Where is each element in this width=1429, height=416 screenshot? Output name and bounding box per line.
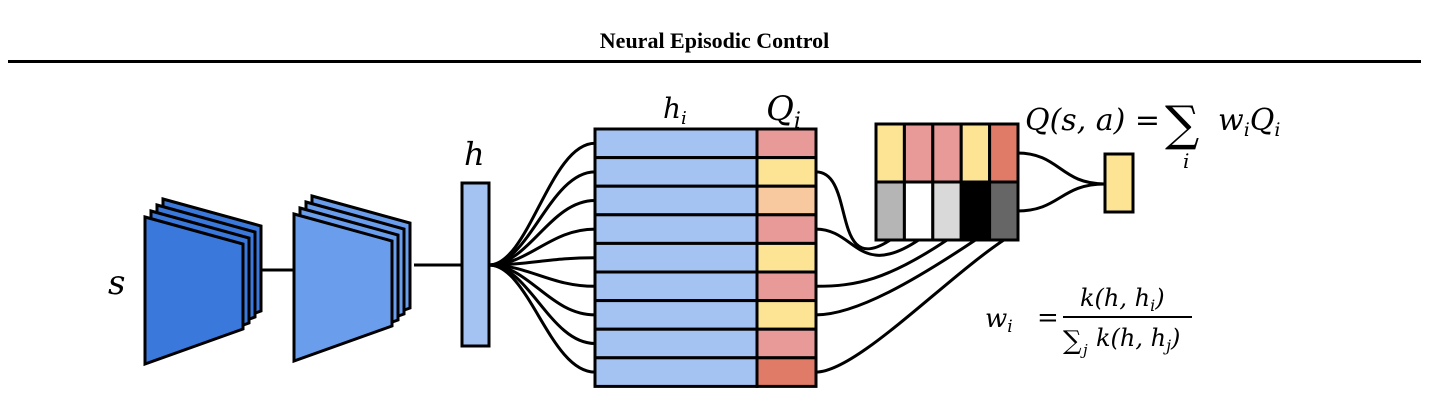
neighbor-q-cell xyxy=(959,122,992,184)
fan-line xyxy=(488,199,596,267)
memory-q-cell xyxy=(755,327,818,360)
q-formula: Q(s, a) = ∑ i wiQi xyxy=(1025,96,1280,173)
memory-key-row xyxy=(593,327,759,360)
memory-key-row xyxy=(593,184,759,217)
neighbor-curve xyxy=(815,238,1005,374)
memory-values-label: Qi xyxy=(766,89,801,134)
memory-q-cell xyxy=(755,299,818,331)
memory-key-row xyxy=(593,127,759,160)
neighbor-curve xyxy=(815,170,892,251)
neighbor-curves xyxy=(815,170,1005,374)
embedding-vector-h xyxy=(460,181,491,348)
memory-q-cell xyxy=(755,356,818,388)
conv-layer-stack-1 xyxy=(143,197,263,367)
neighbor-curve xyxy=(815,238,948,288)
svg-text:i: i xyxy=(1183,149,1189,173)
q-output-box xyxy=(1103,152,1135,214)
neighbor-curve xyxy=(815,238,977,317)
state-label: s xyxy=(108,263,125,303)
neighbor-q-cell xyxy=(931,122,963,184)
svg-text:∑: ∑ xyxy=(1165,96,1199,152)
svg-text:k(h, hj): k(h, hj) xyxy=(1096,324,1180,355)
neighbor-curve xyxy=(815,227,920,257)
svg-text:Q(s, a) =: Q(s, a) = xyxy=(1025,103,1160,138)
lookup-fan-lines xyxy=(488,141,596,374)
neighbor-q-cell xyxy=(874,122,906,184)
output-connectors xyxy=(1016,151,1106,213)
svg-text:wiQi: wiQi xyxy=(1218,103,1280,141)
page-header-title: Neural Episodic Control xyxy=(599,28,830,53)
dnd-memory-table xyxy=(593,127,818,388)
conv2-layer xyxy=(292,212,394,364)
memory-key-row xyxy=(593,299,759,331)
memory-q-cell xyxy=(755,184,818,217)
memory-key-row xyxy=(593,213,759,245)
conv-layer-stack-2 xyxy=(292,194,412,364)
svg-text:wi: wi xyxy=(985,304,1013,337)
memory-q-cell xyxy=(755,270,818,303)
svg-text:=: = xyxy=(1037,303,1059,333)
conv1-layer xyxy=(143,215,245,367)
fan-line xyxy=(488,263,596,374)
neighbor-q-cell xyxy=(988,122,1020,184)
fan-line xyxy=(488,170,596,267)
svg-text:k(h, hi): k(h, hi) xyxy=(1080,284,1165,315)
neighbor-weight-cell xyxy=(988,180,1020,242)
svg-text:j: j xyxy=(1080,341,1088,359)
selected-neighbors-grid xyxy=(874,122,1020,242)
memory-key-row xyxy=(593,270,759,303)
memory-q-cell xyxy=(755,241,818,274)
neighbor-weight-cell xyxy=(931,180,963,242)
neighbor-q-cell xyxy=(902,122,935,184)
header-rule xyxy=(8,60,1421,63)
memory-keys-label: hi xyxy=(663,92,687,129)
memory-q-cell xyxy=(755,156,818,188)
memory-key-row xyxy=(593,356,759,388)
memory-q-cell xyxy=(755,213,818,245)
neighbor-weight-cell xyxy=(874,180,906,242)
neighbor-weight-cell xyxy=(902,180,935,242)
embedding-label: h xyxy=(464,135,485,173)
neighbor-weight-cell xyxy=(959,180,992,242)
memory-q-cell xyxy=(755,127,818,160)
memory-key-row xyxy=(593,156,759,188)
svg-text:∑: ∑ xyxy=(1063,326,1082,356)
memory-key-row xyxy=(593,241,759,274)
weight-formula: wi = k(h, hi) ∑ j k(h, hj) xyxy=(985,284,1192,359)
stage-connectors xyxy=(262,263,462,272)
